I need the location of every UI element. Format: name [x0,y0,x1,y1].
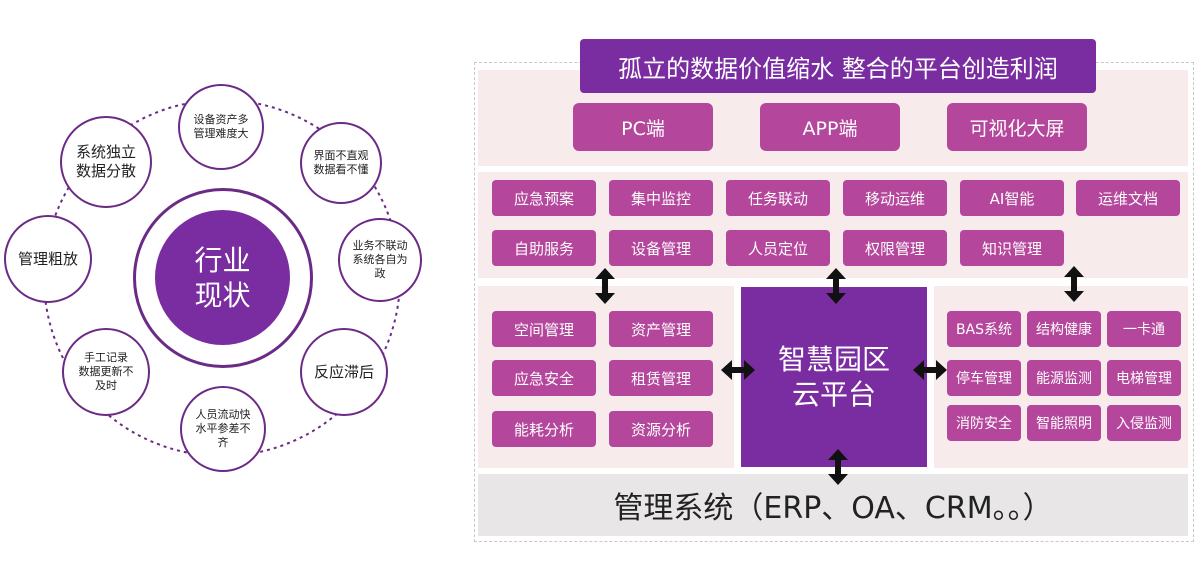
module-label: 应急预案 [513,189,574,208]
module-label: 运维文档 [1097,189,1158,208]
right-module: 结构健康 [1027,311,1101,347]
satellite-response-lag: 反应滞后 [300,328,388,416]
module-label: 移动运维 [864,189,925,208]
app-module: 集中监控 [609,180,713,216]
page-title: 孤立的数据价值缩水 整合的平台创造利润 [580,39,1096,93]
satellite-label: 设备资产多 管理难度大 [193,113,249,140]
app-module: 人员定位 [726,230,830,266]
app-module: 权限管理 [843,230,947,266]
satellite-label: 界面不直观 数据看不懂 [313,149,369,176]
module-label: 设备管理 [630,239,691,258]
right-module: 停车管理 [947,360,1021,396]
module-label: 自助服务 [513,239,574,258]
client-app: APP端 [760,103,900,151]
satellite-label: 管理粗放 [17,249,78,268]
satellite-asset-management: 设备资产多 管理难度大 [178,84,264,170]
satellite-extensive-management: 管理粗放 [4,215,92,303]
center-hub: 行业 现状 [155,210,290,345]
left-module: 租赁管理 [609,360,713,396]
app-module: AI智能 [960,180,1064,216]
right-module: 电梯管理 [1107,360,1181,396]
module-label: 集中监控 [630,189,691,208]
module-label: 消防安全 [956,416,1012,432]
client-big-screen: 可视化大屏 [947,103,1087,151]
double-arrow-icon [595,268,615,304]
module-label: 任务联动 [747,189,808,208]
app-module: 任务联动 [726,180,830,216]
left-module: 能耗分析 [492,411,596,447]
satellite-label: 反应滞后 [313,362,374,381]
app-module: 运维文档 [1076,180,1180,216]
satellite-label: 手工记录 数据更新不 及时 [78,351,134,392]
satellite-manual-records: 手工记录 数据更新不 及时 [62,328,150,416]
right-module: 能源监测 [1027,360,1101,396]
right-module: 一卡通 [1107,311,1181,347]
right-module: 智能照明 [1027,405,1101,441]
app-module: 知识管理 [960,230,1064,266]
app-module: 自助服务 [492,230,596,266]
satellite-business-linkage: 业务不联动 系统各自为 政 [338,218,422,302]
management-label: 管理系统（ERP、OA、CRM。。） [613,491,1053,526]
module-label: 停车管理 [956,371,1012,387]
left-module: 资源分析 [609,411,713,447]
module-label: 一卡通 [1123,322,1165,338]
core-label: 智慧园区 云平台 [777,343,890,411]
client-label: APP端 [802,117,858,140]
module-label: 权限管理 [864,239,925,258]
double-arrow-icon [913,360,947,380]
application-layer [478,172,1188,278]
title-text: 孤立的数据价值缩水 整合的平台创造利润 [618,54,1058,83]
module-label: 能耗分析 [513,420,574,439]
module-label: 能源监测 [1036,371,1092,387]
double-arrow-icon [721,360,755,380]
module-label: 电梯管理 [1116,371,1172,387]
module-label: AI智能 [989,189,1035,208]
satellite-interface: 界面不直观 数据看不懂 [300,122,382,204]
app-module: 移动运维 [843,180,947,216]
app-module: 设备管理 [609,230,713,266]
double-arrow-icon [828,449,848,485]
double-arrow-icon [1064,266,1084,302]
module-label: 智能照明 [1036,416,1092,432]
module-label: 资源分析 [630,420,691,439]
right-module: BAS系统 [947,311,1021,347]
module-label: 空间管理 [513,320,574,339]
client-pc: PC端 [573,103,713,151]
satellite-label: 人员流动快 水平参差不 齐 [195,408,251,449]
module-label: 资产管理 [630,320,691,339]
module-label: 人员定位 [747,239,808,258]
app-module: 应急预案 [492,180,596,216]
left-module: 空间管理 [492,311,596,347]
management-systems: 管理系统（ERP、OA、CRM。。） [478,474,1188,536]
right-module: 消防安全 [947,405,1021,441]
double-arrow-icon [826,268,846,304]
center-label: 行业 现状 [194,243,251,312]
module-label: BAS系统 [955,322,1013,338]
module-label: 应急安全 [513,369,574,388]
client-label: PC端 [621,117,665,140]
satellite-isolated-systems: 系统独立 数据分散 [60,116,152,208]
satellite-label: 系统独立 数据分散 [75,143,136,180]
module-label: 结构健康 [1036,322,1092,338]
module-label: 入侵监测 [1116,416,1172,432]
client-label: 可视化大屏 [969,117,1065,140]
right-module: 入侵监测 [1107,405,1181,441]
satellite-label: 业务不联动 系统各自为 政 [352,239,408,280]
left-module: 资产管理 [609,311,713,347]
module-label: 租赁管理 [630,369,691,388]
core-platform: 智慧园区 云平台 [741,287,927,467]
module-label: 知识管理 [981,239,1042,258]
satellite-staff-turnover: 人员流动快 水平参差不 齐 [180,386,266,472]
left-module: 应急安全 [492,360,596,396]
